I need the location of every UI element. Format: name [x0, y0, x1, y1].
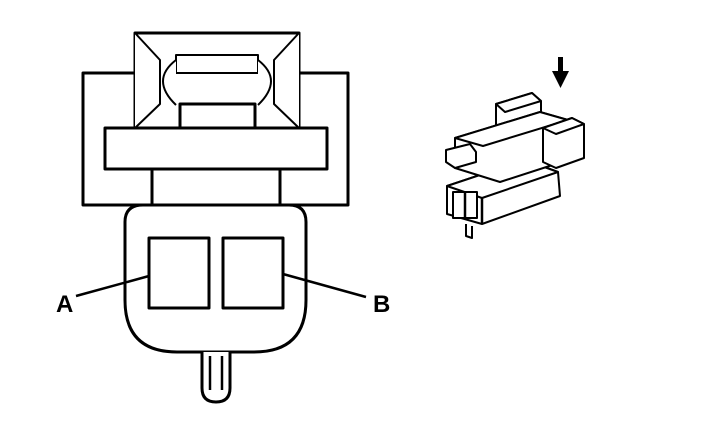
down-arrow-icon — [552, 57, 569, 88]
terminal-a-leader — [75, 274, 150, 298]
terminal-b-label: B — [373, 291, 390, 318]
latch-inner-left — [134, 32, 161, 129]
connector-key-tab — [200, 352, 232, 404]
iso-bottom-pin — [465, 224, 473, 239]
connector-crossbar — [103, 126, 329, 171]
latch-curve-left — [162, 59, 177, 106]
terminal-b-leader — [282, 272, 367, 299]
iso-right-wing-top — [542, 117, 585, 135]
arrow-head — [552, 71, 569, 88]
latch-tab — [175, 54, 259, 74]
iso-latch-block-top — [495, 92, 542, 113]
terminal-a-cavity — [147, 236, 211, 310]
latch-curve-right — [257, 59, 272, 106]
iso-left-hook — [445, 143, 477, 169]
terminal-labels: A B — [56, 272, 390, 318]
terminal-b-cavity — [221, 236, 285, 310]
connector-neck — [150, 167, 282, 207]
latch-inner-right — [273, 32, 300, 129]
arrow-shaft — [558, 57, 563, 73]
connector-front-view — [81, 31, 350, 404]
terminal-a-label: A — [56, 291, 73, 318]
connector-isometric-view — [445, 92, 585, 239]
